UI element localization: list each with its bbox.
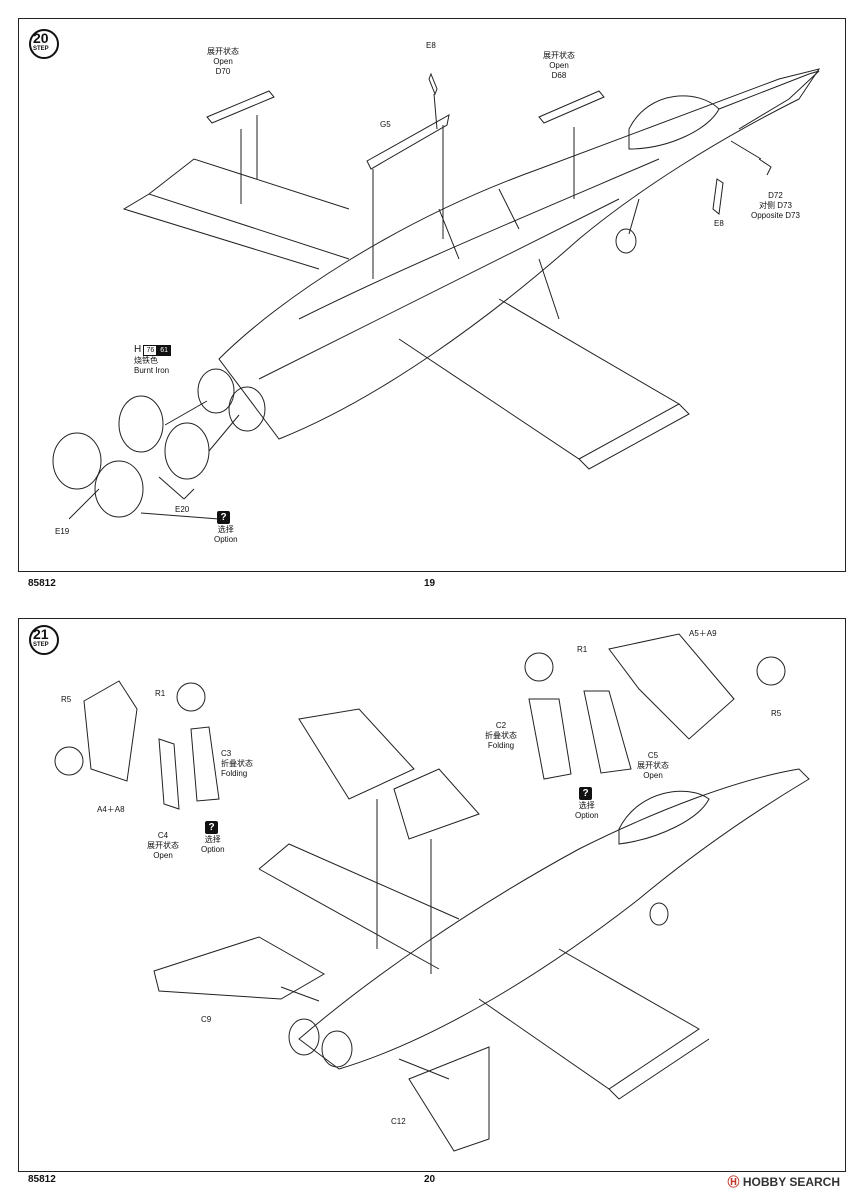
step-word: STEP <box>33 46 49 52</box>
part-g5-label: G5 <box>380 120 391 129</box>
part-d70-label: 展开状态 Open D70 <box>207 47 239 76</box>
part-r1-right-label: R1 <box>577 645 588 654</box>
instruction-page-19: 20 STEP <box>18 18 846 572</box>
paint-letter: H <box>134 344 142 355</box>
part-r5-left-label: R5 <box>61 695 72 704</box>
part-c2-label: C2 折叠状态 Folding <box>485 721 517 750</box>
step-word: STEP <box>33 642 49 648</box>
hobby-search-watermark: Ⓗ HOBBY SEARCH <box>728 1173 840 1190</box>
page-number: 20 <box>424 1174 436 1185</box>
option-left-question-icon: ? <box>205 821 218 834</box>
part-c3-label: C3 折叠状态 Folding <box>221 749 253 778</box>
part-a4a8-label: A4＋A8 <box>97 805 125 814</box>
footer-code: 85812 <box>28 578 56 589</box>
step-number: 21 <box>33 626 49 642</box>
instruction-page-20: 21 STEP <box>18 618 846 1172</box>
part-c5-label: C5 展开状态 Open <box>637 751 669 780</box>
part-r5-right-label: R5 <box>771 709 782 718</box>
part-c12-label: C12 <box>391 1117 406 1126</box>
part-e20-label: E20 <box>175 505 190 514</box>
aircraft-underside-drawing-icon <box>52 68 821 520</box>
paint-ref-2: 61 <box>157 345 172 356</box>
step-badge-icon <box>29 625 59 655</box>
option-right-question-icon: ? <box>579 787 592 800</box>
step-badge-icon <box>29 29 59 59</box>
option-label: 选择 Option <box>214 525 238 544</box>
part-d68-label: 展开状态 Open D68 <box>543 51 575 80</box>
part-a5a9-label: A5＋A9 <box>689 629 717 638</box>
part-e19-label: E19 <box>55 527 70 536</box>
page-number: 19 <box>424 578 436 589</box>
part-c9-label: C9 <box>201 1015 212 1024</box>
part-d72-label: D72 对侧 D73 Opposite D73 <box>751 191 800 220</box>
option-left-label: 选择 Option <box>201 835 225 854</box>
paint-ref-1: 76 <box>143 345 158 356</box>
hobby-search-logo-icon: Ⓗ <box>727 1175 740 1189</box>
part-r1-left-label: R1 <box>155 689 166 698</box>
part-e8-top-label: E8 <box>426 41 436 50</box>
option-question-icon: ? <box>217 511 230 524</box>
footer-code: 85812 <box>28 1174 56 1185</box>
part-c4-label: C4 展开状态 Open <box>147 831 179 860</box>
part-e8-bottom-label: E8 <box>714 219 724 228</box>
step-number: 20 <box>33 30 49 46</box>
aircraft-wing-assembly-drawing-icon <box>54 633 810 1152</box>
option-right-label: 选择 Option <box>575 801 599 820</box>
hobby-search-text: HOBBY SEARCH <box>742 1175 840 1189</box>
